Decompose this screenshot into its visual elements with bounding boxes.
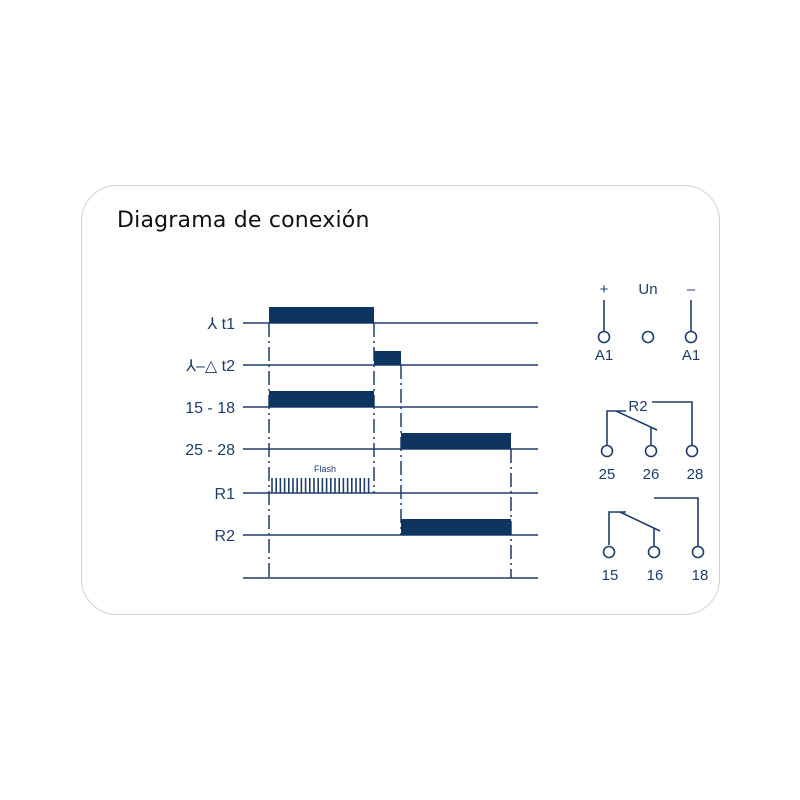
pulse-r2	[401, 519, 511, 535]
terminal-28	[685, 444, 699, 458]
pulse-t1	[269, 307, 374, 323]
diagram-title: Diagrama de conexión	[117, 208, 370, 233]
row-label-t2: ⅄–△ t2	[185, 358, 235, 375]
pulse-15-18	[269, 391, 374, 407]
terminal-16	[647, 545, 661, 559]
r1-contact: 15 16 18	[602, 497, 709, 584]
terminal-18-label: 18	[692, 567, 709, 584]
plus-sign: +	[600, 281, 609, 298]
supply-terminals: + Un – A1 A1	[595, 281, 700, 364]
row-label-25-28: 25 - 28	[185, 442, 235, 459]
un-label: Un	[638, 281, 657, 298]
a1-left-label: A1	[595, 347, 613, 364]
terminal-15	[602, 545, 616, 559]
timing-pulses	[269, 307, 511, 535]
terminal-28-label: 28	[687, 466, 704, 483]
row-label-t1: ⅄ t1	[206, 316, 235, 333]
terminal-25-label: 25	[599, 466, 616, 483]
terminal-25	[600, 444, 614, 458]
row-label-r2: R2	[215, 528, 236, 545]
r1-wire-18	[654, 497, 699, 546]
flash-label: Flash	[314, 464, 336, 474]
terminal-26	[644, 444, 658, 458]
pulse-25-28	[401, 433, 511, 449]
flash-pulses	[271, 478, 370, 493]
pulse-t2	[374, 351, 401, 365]
r1-wire-15	[608, 511, 626, 545]
r2-wire-28	[652, 401, 693, 445]
terminal-26-label: 26	[643, 466, 660, 483]
terminal-18	[691, 545, 705, 559]
a1-right-label: A1	[682, 347, 700, 364]
r2-contact: R2 25 26 28	[599, 398, 704, 483]
r2-contact-arm	[615, 410, 658, 431]
row-label-15-18: 15 - 18	[185, 400, 235, 417]
minus-sign: –	[687, 281, 696, 298]
terminal-15-label: 15	[602, 567, 619, 584]
r2-wire-25	[606, 410, 626, 445]
terminal-un	[641, 330, 655, 344]
terminal-16-label: 16	[647, 567, 664, 584]
terminal-a1-left	[597, 330, 611, 344]
r2-contact-label: R2	[628, 398, 647, 415]
r1-contact-arm	[619, 511, 661, 532]
terminal-a1-right	[684, 330, 698, 344]
row-label-r1: R1	[215, 486, 236, 503]
